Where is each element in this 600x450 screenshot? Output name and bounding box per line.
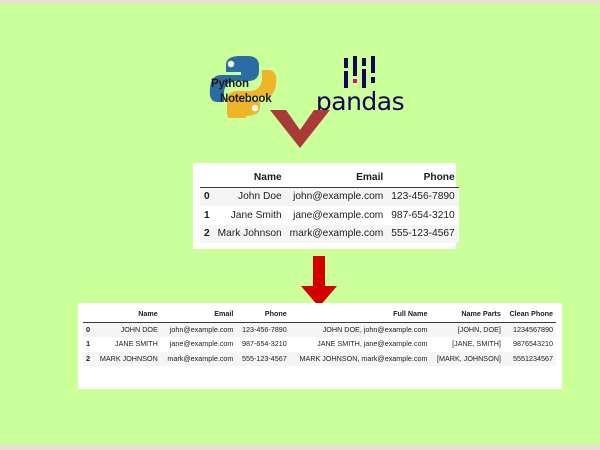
- cell-full-name: JOHN DOE, john@example.com: [289, 322, 431, 338]
- cell-name-parts: [JANE, SMITH]: [430, 337, 504, 352]
- header-row: Name Email Phone Full Name Name Parts Cl…: [83, 307, 556, 323]
- table-row: 2 MARK JOHNSON mark@example.com 555-123-…: [83, 351, 556, 367]
- python-notebook-logo: Python Notebook: [204, 54, 282, 118]
- output-dataframe-table: Name Email Phone Full Name Name Parts Cl…: [78, 303, 562, 389]
- input-dataframe-table: Name Email Phone 0 John Doe john@example…: [193, 163, 459, 249]
- col-name: Name: [213, 168, 286, 188]
- col-name: Name: [93, 307, 161, 323]
- pandas-logo: pandas: [312, 56, 408, 118]
- col-name-parts: Name Parts: [430, 307, 504, 323]
- python-logo-text-line2: Notebook: [220, 93, 272, 105]
- cell-clean-phone: 9876543210: [503, 337, 556, 352]
- cell-name: MARK JOHNSON: [93, 351, 161, 367]
- cell-name: John Doe: [213, 187, 286, 207]
- col-index: [83, 307, 94, 323]
- table-row: 1 JANE SMITH jane@example.com 987-654-32…: [83, 337, 556, 352]
- input-dataframe: Name Email Phone 0 John Doe john@example…: [200, 168, 459, 244]
- col-phone: Phone: [387, 168, 459, 188]
- cell-name: Mark Johnson: [213, 224, 286, 244]
- row-index: 1: [83, 337, 94, 352]
- cell-full-name: JANE SMITH, jane@example.com: [289, 337, 431, 352]
- col-phone: Phone: [236, 307, 290, 323]
- col-email: Email: [285, 168, 388, 188]
- chevron-down-arrow-icon: [268, 108, 332, 150]
- cell-phone: 987-654-3210: [387, 206, 459, 225]
- row-index: 2: [200, 224, 214, 244]
- table-row: 0 John Doe john@example.com 123-456-7890: [200, 187, 459, 207]
- table-body: 0 John Doe john@example.com 123-456-7890…: [200, 187, 459, 244]
- cell-clean-phone: 5551234567: [503, 351, 556, 367]
- table-row: 0 JOHN DOE john@example.com 123-456-7890…: [83, 322, 556, 338]
- output-dataframe: Name Email Phone Full Name Name Parts Cl…: [83, 307, 556, 367]
- cell-email: mark@example.com: [160, 351, 237, 367]
- logo-row: Python Notebook pandas: [0, 24, 600, 118]
- cell-email: mark@example.com: [285, 224, 388, 244]
- col-clean-phone: Clean Phone: [503, 307, 556, 323]
- cell-email: john@example.com: [285, 187, 388, 207]
- python-logo-text-line1: Python: [211, 78, 249, 90]
- table-row: 2 Mark Johnson mark@example.com 555-123-…: [200, 224, 459, 244]
- cell-name: Jane Smith: [213, 206, 286, 225]
- cell-name: JANE SMITH: [93, 337, 161, 352]
- pandas-wordmark: pandas: [315, 87, 405, 116]
- cell-name: JOHN DOE: [93, 322, 161, 338]
- bottom-border-strip: [0, 444, 600, 450]
- col-email: Email: [160, 307, 237, 323]
- cell-phone: 987-654-3210: [236, 337, 290, 352]
- table-row: 1 Jane Smith jane@example.com 987-654-32…: [200, 206, 459, 225]
- cell-email: jane@example.com: [285, 206, 388, 225]
- row-index: 2: [83, 351, 94, 367]
- cell-name-parts: [JOHN, DOE]: [430, 322, 504, 338]
- cell-full-name: MARK JOHNSON, mark@example.com: [289, 351, 431, 367]
- cell-email: jane@example.com: [160, 337, 237, 352]
- row-index: 0: [83, 322, 94, 338]
- down-arrow-icon: [299, 256, 339, 308]
- pandas-bars-icon: [312, 56, 408, 90]
- col-full-name: Full Name: [289, 307, 431, 323]
- col-index: [200, 168, 214, 188]
- row-index: 0: [200, 187, 214, 207]
- cell-phone: 123-456-7890: [387, 187, 459, 207]
- cell-phone: 555-123-4567: [387, 224, 459, 244]
- table-header: Name Email Phone: [200, 168, 459, 188]
- cell-clean-phone: 1234567890: [503, 322, 556, 338]
- row-index: 1: [200, 206, 214, 225]
- table-body: 0 JOHN DOE john@example.com 123-456-7890…: [83, 322, 556, 367]
- header-row: Name Email Phone: [200, 168, 459, 188]
- top-border-strip: [0, 0, 600, 4]
- cell-name-parts: [MARK, JOHNSON]: [430, 351, 504, 367]
- cell-phone: 555-123-4567: [236, 351, 290, 367]
- python-logo-icon: [209, 56, 277, 118]
- cell-email: john@example.com: [160, 322, 237, 338]
- table-header: Name Email Phone Full Name Name Parts Cl…: [83, 307, 556, 323]
- cell-phone: 123-456-7890: [236, 322, 290, 338]
